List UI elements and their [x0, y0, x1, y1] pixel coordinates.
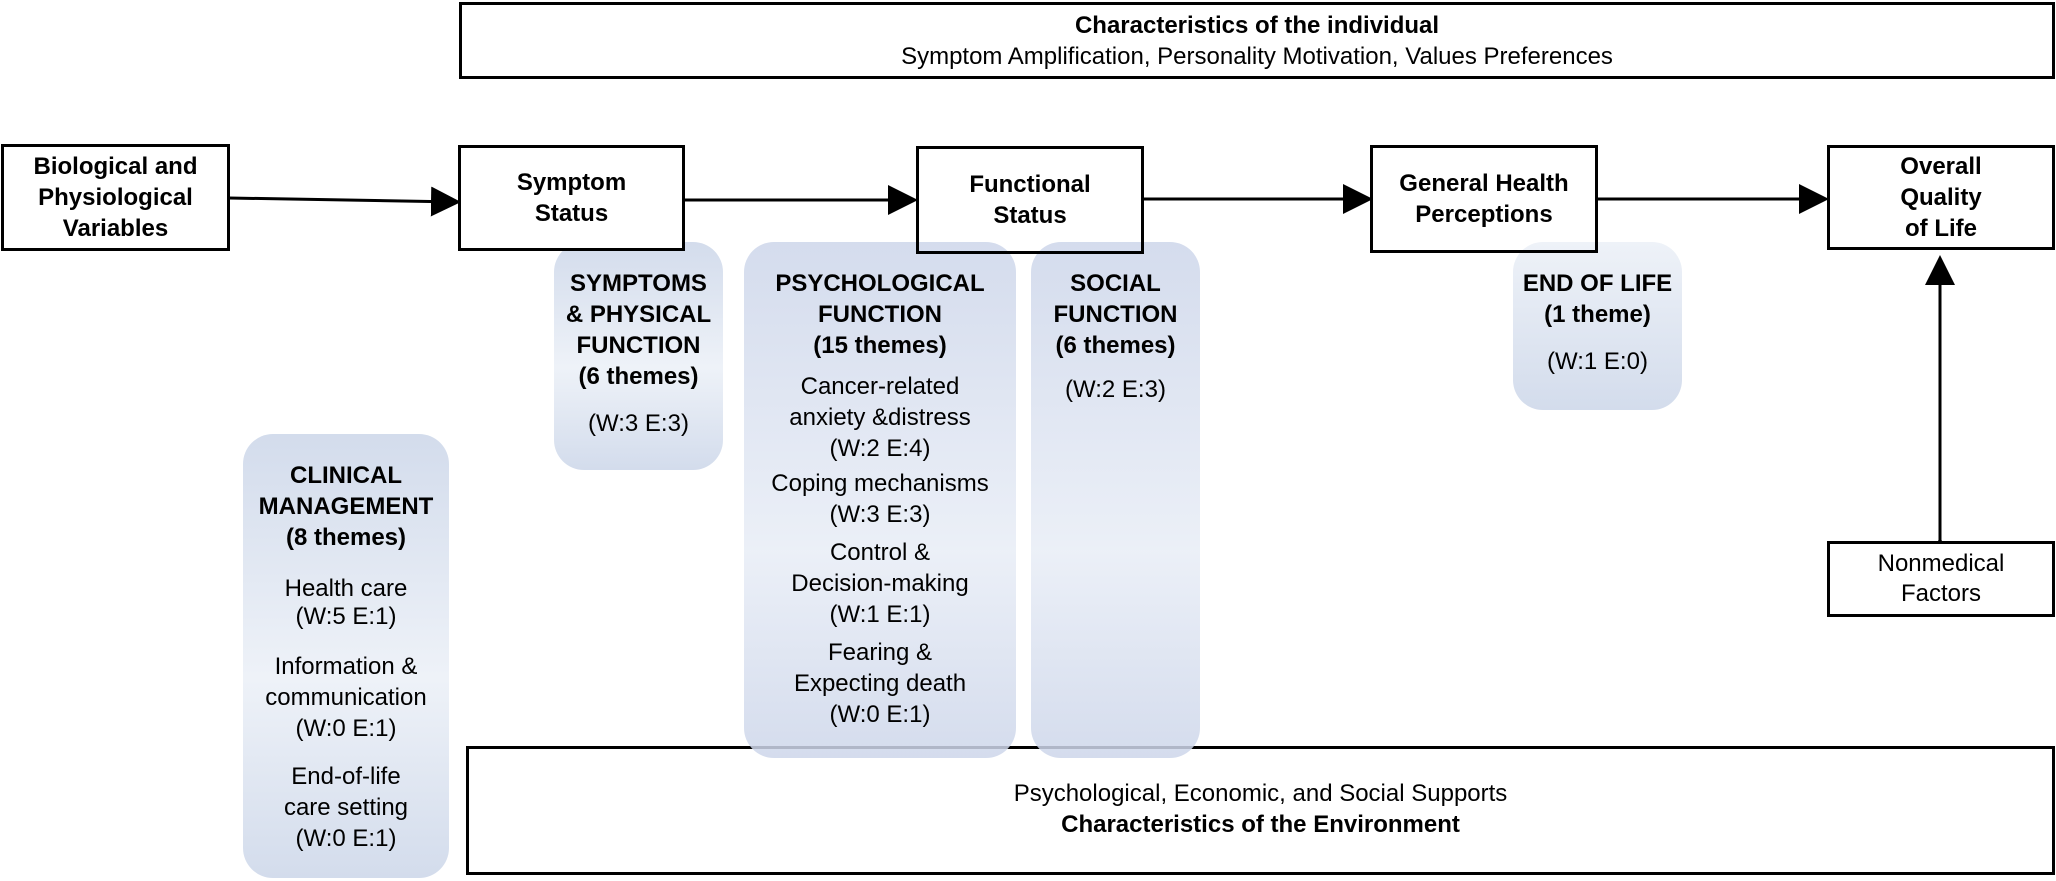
theme-social-function: SOCIAL FUNCTION (6 themes) (W:2 E:3) — [1031, 242, 1200, 758]
theme-psychological-heading: PSYCHOLOGICAL FUNCTION (15 themes) — [775, 270, 985, 359]
theme-clinical-management: CLINICAL MANAGEMENT (8 themes) Health ca… — [243, 434, 449, 878]
psych-item-control: Control & Decision-making (W:1 E:1) — [791, 539, 969, 628]
individual-characteristics-box: Characteristics of the individual Sympto… — [459, 2, 2055, 79]
psych-item-anxiety: Cancer-related anxiety &distress (W:2 E:… — [789, 373, 971, 462]
theme-symptoms-heading: SYMPTOMS & PHYSICAL FUNCTION (6 themes) — [565, 270, 712, 390]
clinical-item-information: Information & communication (W:0 E:1) — [265, 653, 427, 742]
psych-item-coping: Coping mechanisms (W:3 E:3) — [771, 470, 989, 528]
node-overall-quality-of-life: Overall Quality of Life — [1827, 145, 2055, 250]
psych-item-fearing: Fearing & Expecting death (W:0 E:1) — [793, 639, 967, 728]
node-biological-physiological-variables: Biological and Physiological Variables — [1, 144, 230, 251]
theme-symptoms-counts: (W:3 E:3) — [588, 410, 689, 437]
theme-clinical-heading: CLINICAL MANAGEMENT (8 themes) — [258, 462, 434, 551]
node-functional-status: Functional Status — [916, 146, 1144, 254]
arrow-biological-to-symptom — [228, 186, 461, 217]
theme-psychological-function: PSYCHOLOGICAL FUNCTION (15 themes) Cance… — [744, 242, 1016, 758]
theme-symptoms-physical-function: SYMPTOMS & PHYSICAL FUNCTION (6 themes) … — [554, 242, 723, 470]
theme-end-of-life: END OF LIFE (1 theme) (W:1 E:0) — [1513, 242, 1682, 410]
theme-end-of-life-heading: END OF LIFE (1 theme) — [1522, 270, 1673, 328]
clinical-item-end-of-life-setting: End-of-life care setting (W:0 E:1) — [283, 763, 409, 852]
environment-subtitle: Psychological, Economic, and Social Supp… — [1013, 780, 1508, 807]
individual-subtitle: Symptom Amplification, Personality Motiv… — [901, 42, 1613, 70]
clinical-item-health-care: Health care (W:5 E:1) — [284, 575, 408, 630]
node-general-health-perceptions: General Health Perceptions — [1370, 145, 1598, 253]
theme-social-heading: SOCIAL FUNCTION (6 themes) — [1053, 270, 1178, 359]
node-nonmedical-factors: Nonmedical Factors — [1827, 541, 2055, 617]
theme-end-of-life-counts: (W:1 E:0) — [1547, 348, 1648, 375]
environment-characteristics-box — [466, 746, 2055, 875]
environment-text: Psychological, Economic, and Social Supp… — [466, 778, 2055, 840]
node-symptom-status: Symptom Status — [458, 145, 685, 251]
theme-social-counts: (W:2 E:3) — [1065, 376, 1166, 403]
individual-title: Characteristics of the individual — [1074, 11, 1440, 39]
environment-title: Characteristics of the Environment — [1061, 811, 1460, 838]
